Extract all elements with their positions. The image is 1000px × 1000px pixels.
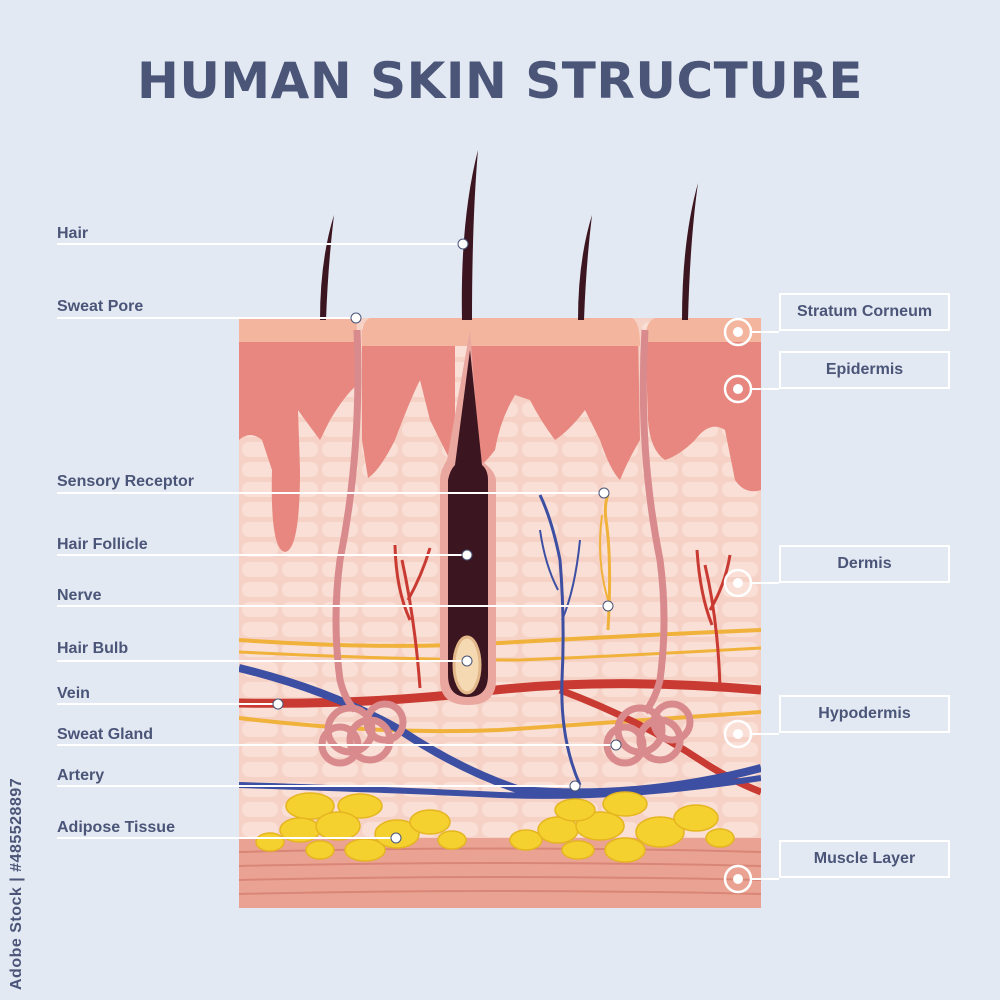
label-sweat-pore: Sweat Pore [57,298,144,315]
stock-credit: Adobe Stock | #485528897 [8,777,25,990]
pointer-dot-hair [457,238,469,250]
pointer-dot-adipose-tissue [390,832,402,844]
hair-follicle [440,330,496,705]
label-hair-follicle: Hair Follicle [57,536,148,553]
layer-marker-dot-stratum-corneum [733,327,743,337]
pointer-dot-sweat-gland [610,739,622,751]
pointer-dot-hair-bulb [461,655,473,667]
veins [239,494,761,799]
layer-marker-dermis [723,568,753,598]
pointer-dot-hair-follicle [461,549,473,561]
label-adipose-tissue: Adipose Tissue [57,819,175,836]
label-vein: Vein [57,685,90,702]
label-box-epidermis: Epidermis [779,351,950,389]
sweat-glands [318,329,694,767]
pointer-dot-sweat-pore [350,312,362,324]
adipose-tissue [255,791,735,863]
pointer-dot-artery [569,780,581,792]
label-nerve: Nerve [57,587,102,604]
layer-marker-epidermis [723,374,753,404]
hair-shafts [320,150,698,320]
layer-marker-hypodermis [723,719,753,749]
pointer-dot-vein [272,698,284,710]
pointer-dot-sensory-receptor [598,487,610,499]
layer-marker-muscle-layer [723,864,753,894]
layer-marker-stratum-corneum [723,317,753,347]
label-box-hypodermis: Hypodermis [779,695,950,733]
layer-marker-dot-dermis [733,578,743,588]
label-sweat-gland: Sweat Gland [57,726,154,743]
page-title: HUMAN SKIN STRUCTURE [136,52,864,110]
label-box-muscle-layer: Muscle Layer [779,840,950,878]
stratum-corneum-layer [239,318,761,346]
layer-marker-dot-muscle-layer [733,874,743,884]
label-artery: Artery [57,767,105,784]
layer-marker-dot-epidermis [733,384,743,394]
label-hair: Hair [57,225,89,242]
label-hair-bulb: Hair Bulb [57,640,129,657]
label-box-stratum-corneum: Stratum Corneum [779,293,950,331]
label-box-dermis: Dermis [779,545,950,583]
pointer-dot-nerve [602,600,614,612]
layer-marker-dot-hypodermis [733,729,743,739]
epidermis-layer [239,330,761,552]
label-sensory-receptor: Sensory Receptor [57,473,194,490]
